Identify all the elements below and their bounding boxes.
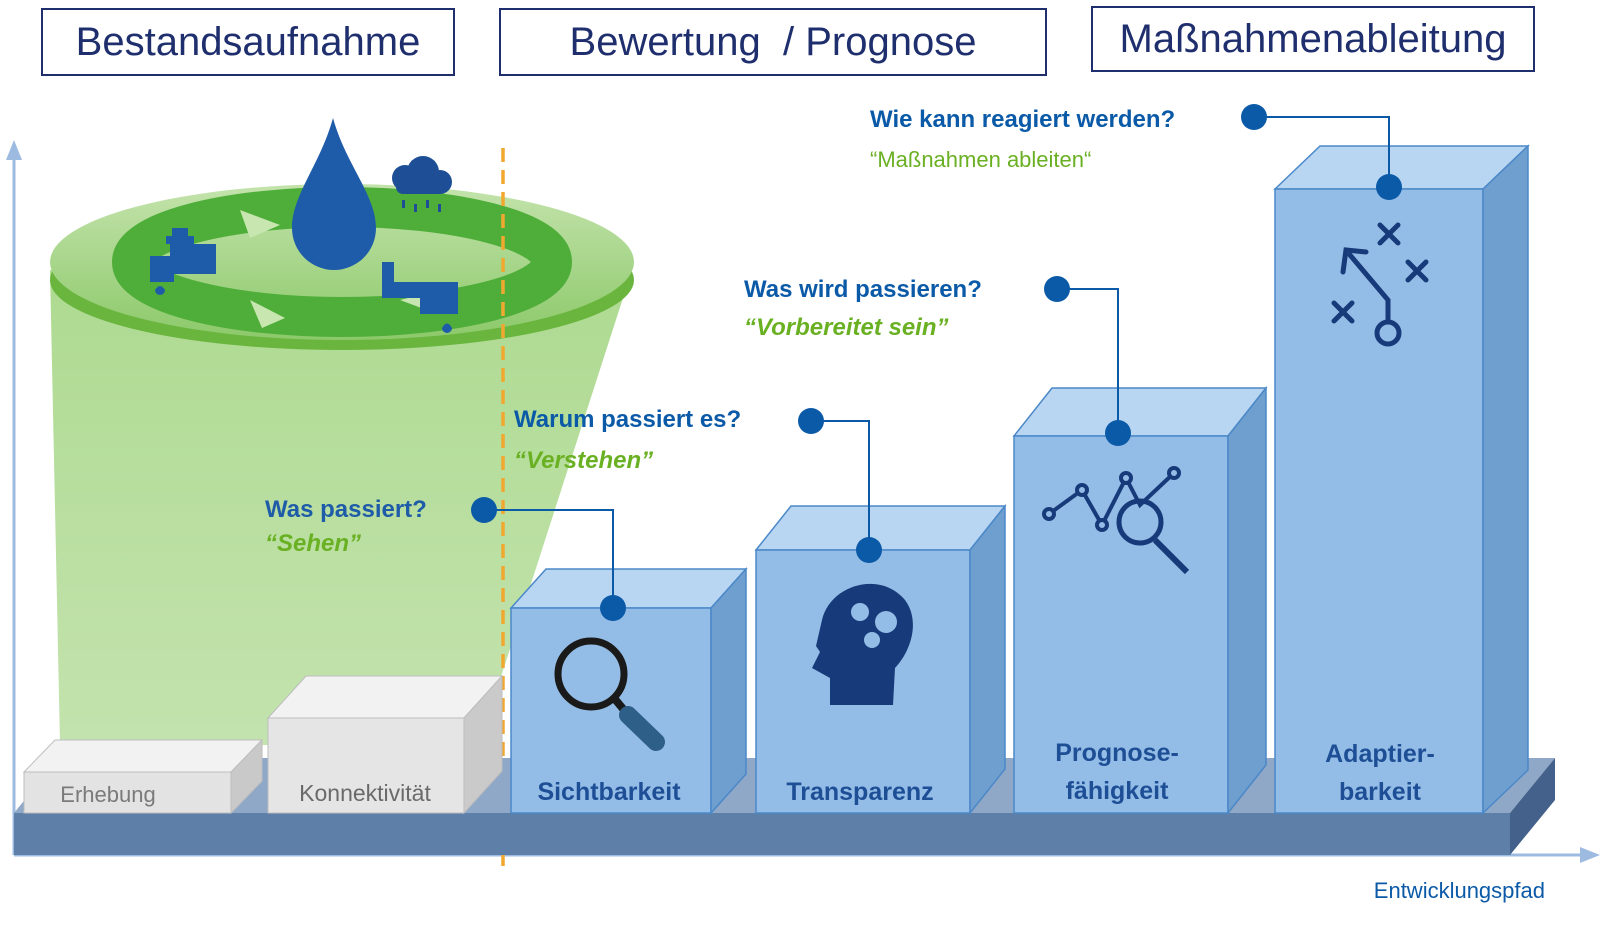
connector-sichtbarkeit bbox=[471, 497, 626, 621]
phase-inventory: Bestandsaufnahme bbox=[41, 8, 455, 76]
connector-adaptier bbox=[1241, 104, 1402, 200]
stage-sichtbarkeit: Sichtbarkeit bbox=[509, 567, 748, 815]
stage-adaptierbarkeit: Adaptier- barkeit bbox=[1273, 144, 1530, 815]
phase-measures: Maßnahmenableitung bbox=[1091, 6, 1535, 72]
x-axis-label: Entwicklungspfad bbox=[1374, 878, 1545, 903]
answer-massnahmen: “Maßnahmen ableiten“ bbox=[870, 147, 1091, 172]
question-wie-reagiert: Wie kann reagiert werden? bbox=[870, 106, 1175, 133]
water-drop-icon bbox=[292, 118, 376, 270]
faucet-icon bbox=[382, 262, 458, 333]
answer-verstehen: “Verstehen” bbox=[514, 447, 653, 474]
stage-konnektivitaet: Konnektivität bbox=[266, 674, 504, 815]
connector-prognose bbox=[1044, 276, 1131, 446]
question-warum: Warum passiert es? bbox=[514, 406, 741, 433]
faucet-icon bbox=[150, 228, 216, 295]
stage-sichtbarkeit-label: Sichtbarkeit bbox=[537, 778, 681, 806]
stage-transparenz: Transparenz bbox=[754, 503, 1007, 816]
y-axis bbox=[6, 140, 22, 855]
brain-head-icon bbox=[812, 583, 913, 705]
phase-inventory-label: Bestandsaufnahme bbox=[75, 19, 421, 64]
phase-assessment-label: Bewertung / Prognose bbox=[569, 19, 977, 64]
phase-measures-label: Maßnahmenableitung bbox=[1119, 16, 1507, 61]
stage-erhebung: Erhebung bbox=[22, 738, 264, 815]
strategy-play-icon bbox=[1331, 222, 1429, 347]
connector-transparenz bbox=[798, 408, 882, 563]
stage-adaptier-label-1: Adaptier- bbox=[1325, 740, 1435, 768]
stage-prognosefaehigkeit: Prognose- fähigkeit bbox=[1012, 385, 1268, 816]
stage-erhebung-label: Erhebung bbox=[60, 782, 155, 807]
answer-sehen: “Sehen” bbox=[265, 530, 361, 557]
stage-konnektivitaet-label: Konnektivität bbox=[299, 780, 431, 806]
stage-prognose-label-2: fähigkeit bbox=[1066, 777, 1169, 805]
observation-cone bbox=[50, 270, 632, 745]
question-was-passiert: Was passiert? bbox=[265, 496, 427, 523]
analytics-icon bbox=[1042, 466, 1190, 575]
stage-adaptier-label-2: barkeit bbox=[1339, 778, 1422, 806]
stage-prognose-label-1: Prognose- bbox=[1055, 739, 1179, 767]
stage-transparenz-label: Transparenz bbox=[786, 778, 933, 806]
answer-vorbereitet: “Vorbereitet sein” bbox=[744, 314, 949, 341]
magnifier-icon bbox=[554, 637, 665, 751]
question-was-wird: Was wird passieren? bbox=[744, 276, 982, 303]
rain-cloud-icon bbox=[392, 156, 452, 212]
phase-assessment: Bewertung / Prognose bbox=[499, 8, 1047, 76]
